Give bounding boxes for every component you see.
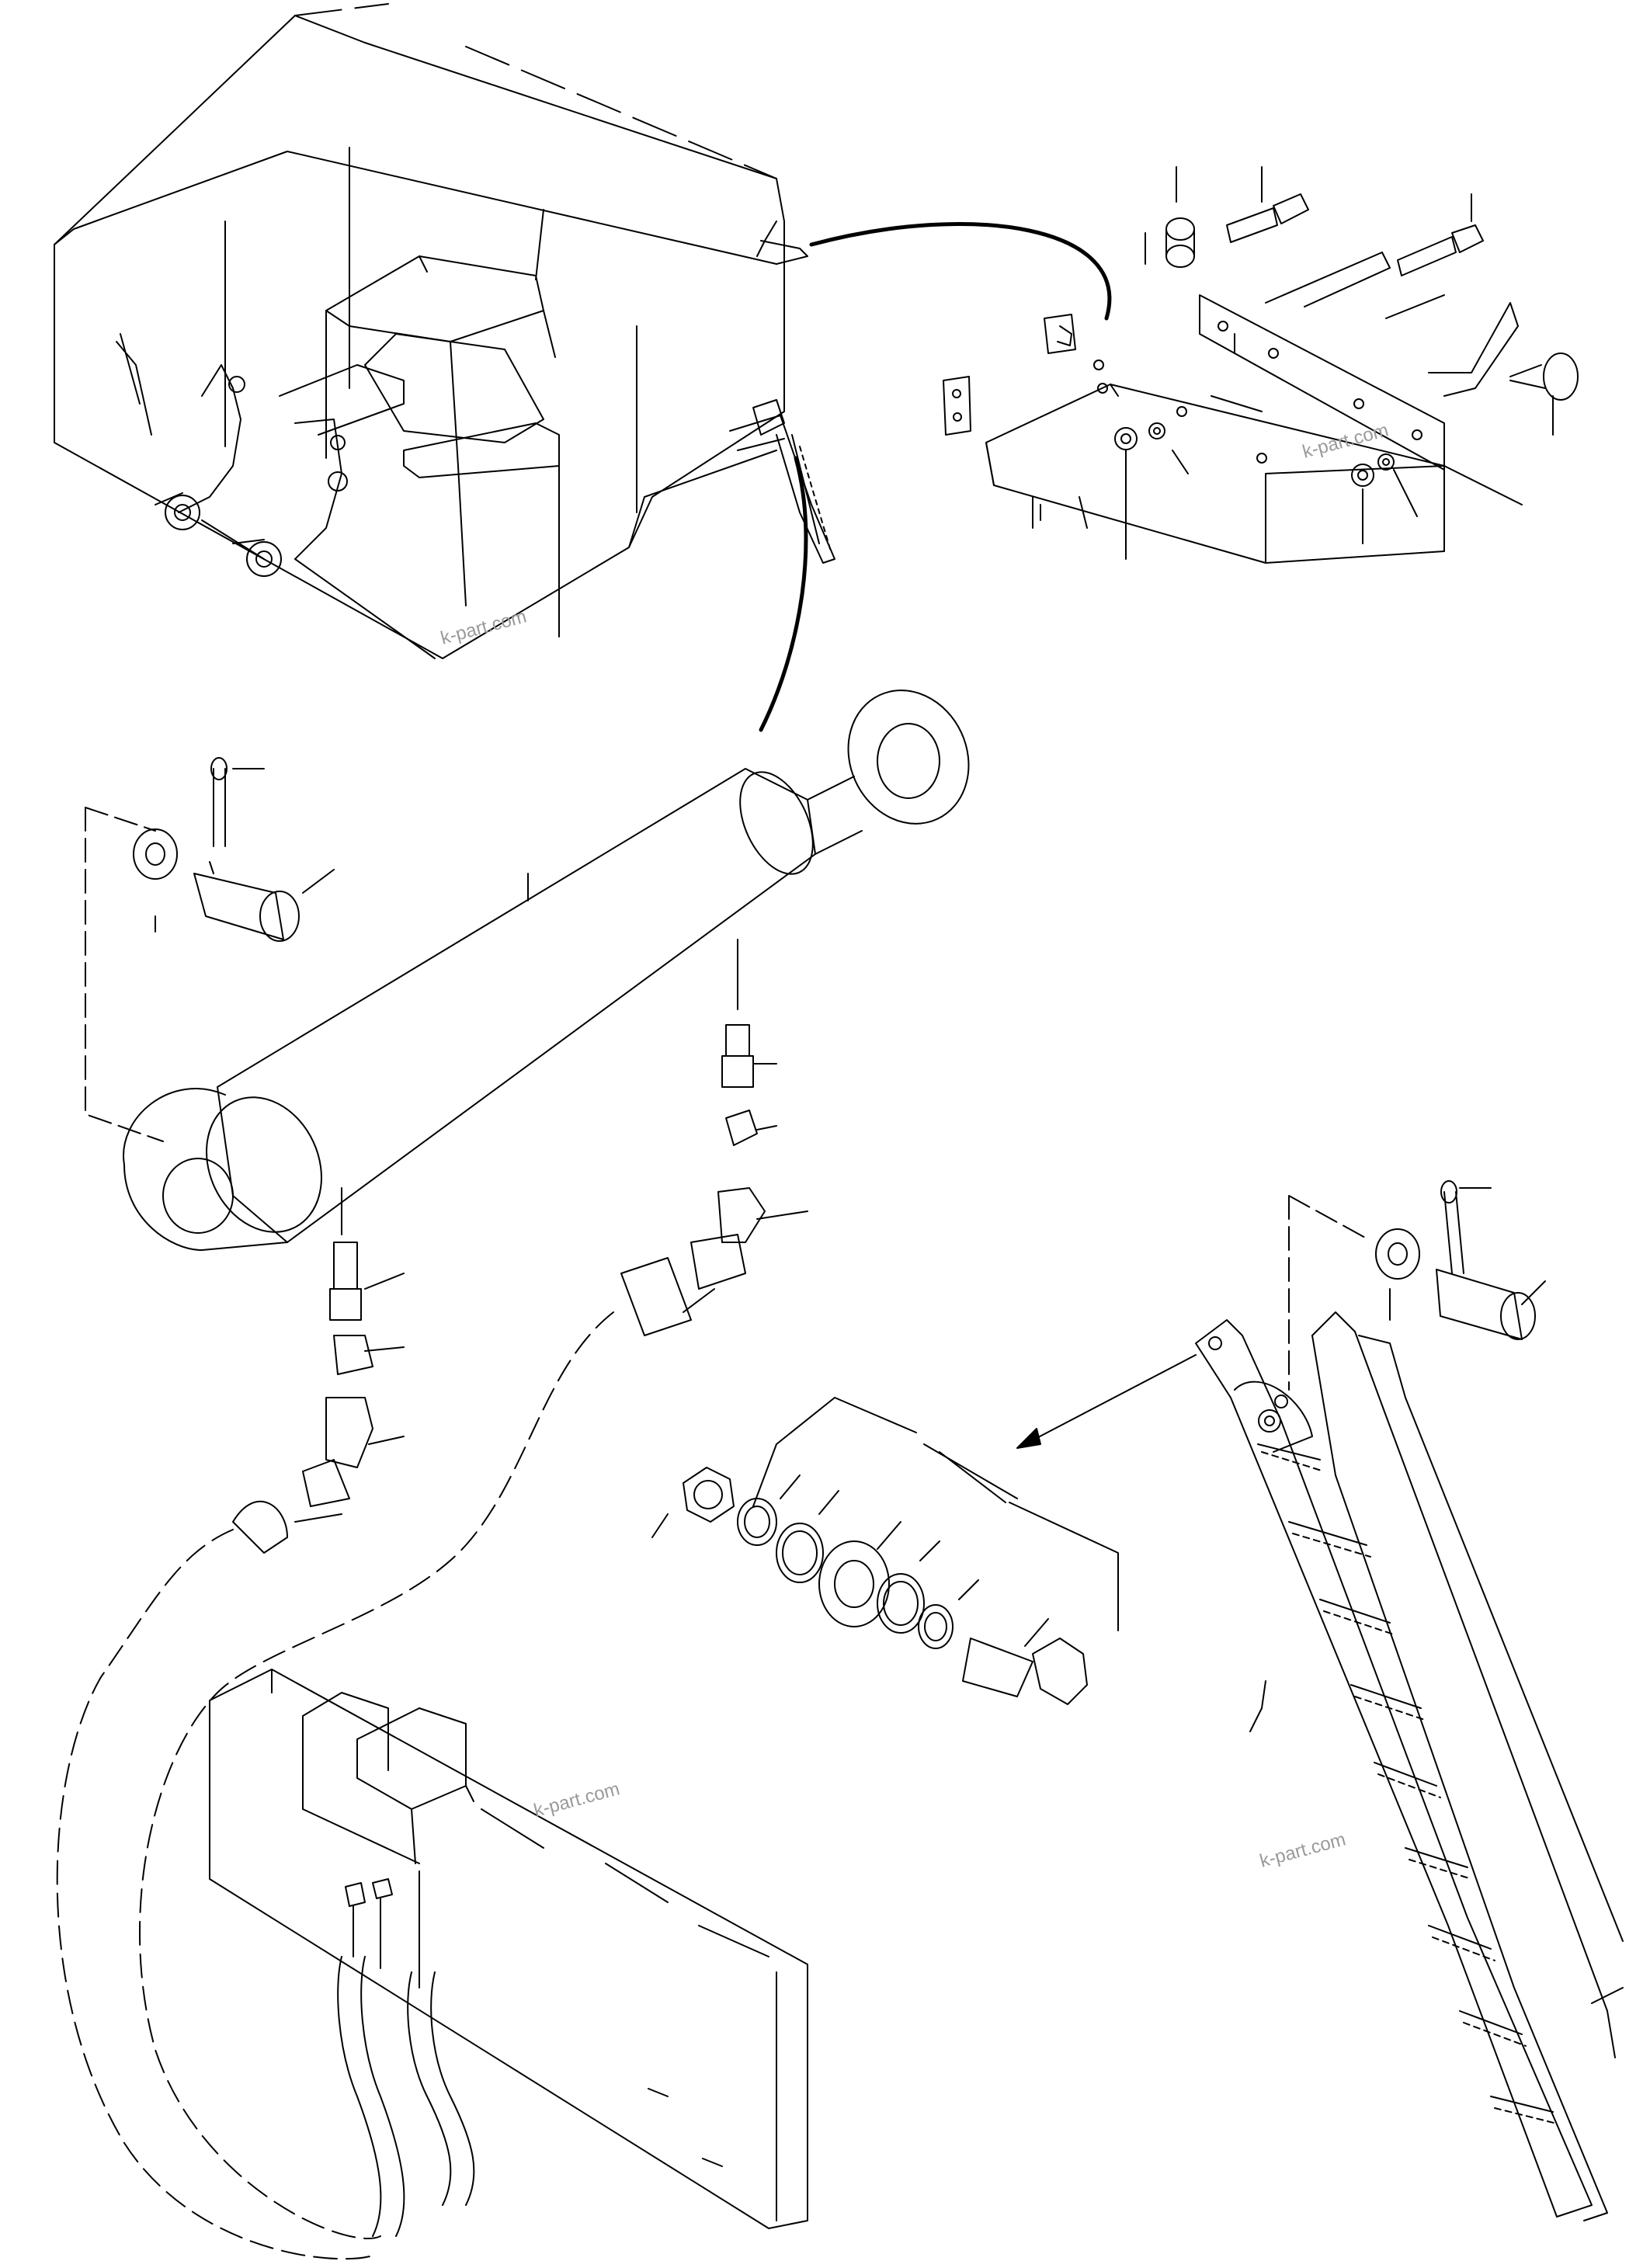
fittings-center — [620, 1024, 808, 1336]
leader-curves — [759, 222, 1112, 732]
bearing-stack — [651, 1397, 1119, 1705]
right-pin-assembly — [1288, 1180, 1546, 1391]
access-ladder — [1195, 1311, 1624, 2221]
left-pin-assembly — [85, 757, 335, 1142]
valve-block — [209, 1669, 808, 2237]
watermark-3: k-part.com — [532, 1778, 622, 1821]
watermark-2: k-part.com — [1301, 419, 1391, 462]
hydraulic-cylinder — [123, 689, 970, 1251]
bracket-assembly — [943, 166, 1579, 564]
watermark-1: k-part.com — [439, 606, 529, 648]
hydraulic-hoses — [56, 1311, 614, 2260]
watermark-4: k-part.com — [1258, 1829, 1348, 1871]
assembly-arrow — [1016, 1354, 1197, 1449]
watermarks: k-part.com k-part.com k-part.com k-part.… — [439, 419, 1391, 1871]
machine-body — [54, 3, 835, 659]
fittings-left — [232, 1242, 405, 1554]
